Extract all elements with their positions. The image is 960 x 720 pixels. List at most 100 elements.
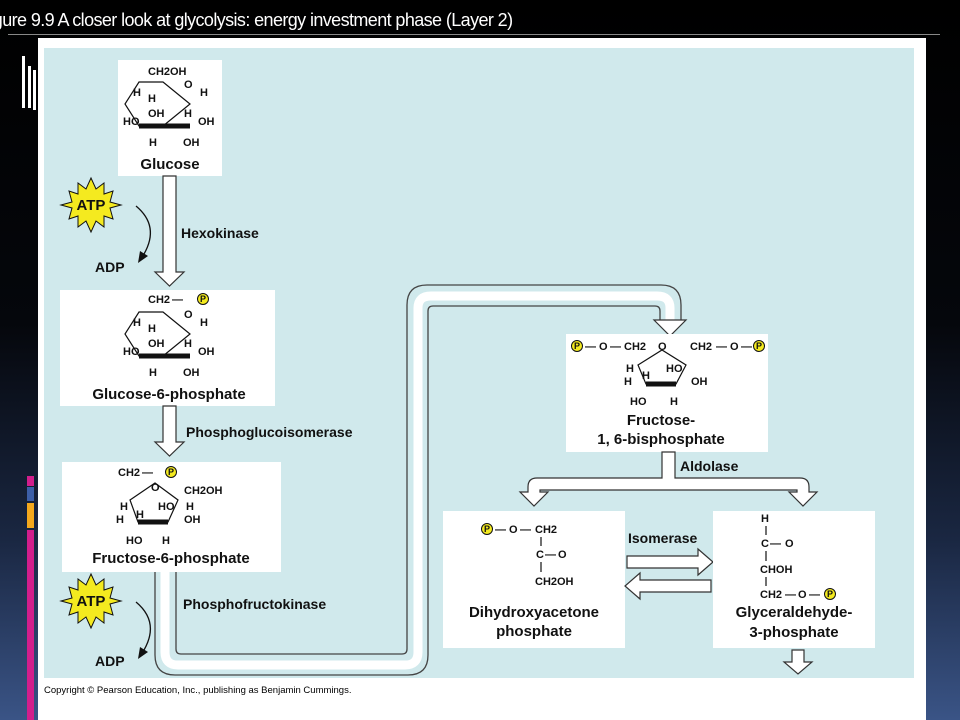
- svg-text:O: O: [730, 341, 739, 353]
- svg-text:O: O: [184, 309, 193, 321]
- svg-text:HO: HO: [666, 363, 683, 375]
- g3p-label-line2: 3-phosphate: [749, 624, 838, 641]
- svg-text:H: H: [200, 87, 208, 99]
- svg-text:CH2: CH2: [760, 589, 782, 601]
- deco-bar-blue: [27, 487, 34, 501]
- svg-text:OH: OH: [183, 137, 200, 149]
- deco-bar-top-1: [22, 56, 25, 108]
- svg-text:—: —: [716, 341, 727, 353]
- svg-text:C: C: [761, 538, 769, 550]
- g3p-box: H C — O CHOH CH2 — O — P Glyceraldehyde-…: [713, 511, 875, 648]
- arrow-isomerase-forward: [626, 547, 714, 577]
- svg-text:C: C: [536, 549, 544, 561]
- svg-text:H: H: [162, 535, 170, 547]
- title-underline: [8, 34, 940, 35]
- svg-text:O: O: [785, 538, 794, 550]
- enzyme-hexokinase: Hexokinase: [181, 225, 259, 241]
- g6p-label: Glucose-6-phosphate: [92, 386, 245, 403]
- svg-text:—: —: [545, 549, 556, 561]
- glucose-box: CH2OH O H H H OH H HO OH H OH Glucose: [118, 60, 222, 176]
- svg-text:HO: HO: [126, 535, 143, 547]
- arrow-f6p-to-fbp: [154, 284, 688, 676]
- svg-text:—: —: [770, 538, 781, 550]
- glucose-label: Glucose: [140, 156, 199, 173]
- svg-text:H: H: [149, 367, 157, 379]
- svg-text:—: —: [142, 467, 153, 479]
- svg-text:H: H: [149, 137, 157, 149]
- svg-text:—: —: [585, 341, 596, 353]
- svg-text:HO: HO: [123, 346, 140, 358]
- svg-text:CHOH: CHOH: [760, 564, 792, 576]
- svg-text:P: P: [484, 524, 490, 534]
- svg-text:O: O: [509, 524, 518, 536]
- svg-text:H: H: [200, 317, 208, 329]
- atp-star-1: ATP: [59, 176, 123, 234]
- adp-label-2: ADP: [95, 653, 125, 669]
- svg-text:—: —: [741, 341, 752, 353]
- g6p-box: CH2 — P O H H H OH H HO OH H OH Glucose-…: [60, 290, 275, 406]
- svg-text:CH2: CH2: [535, 524, 557, 536]
- arrow-g6p-to-f6p: [153, 405, 186, 457]
- fbp-label-line2: 1, 6-bisphosphate: [597, 431, 725, 448]
- svg-text:H: H: [120, 501, 128, 513]
- svg-text:P: P: [574, 341, 580, 351]
- svg-text:O: O: [558, 549, 567, 561]
- enzyme-phosphoglucoisomerase: Phosphoglucoisomerase: [186, 424, 353, 440]
- svg-text:O: O: [151, 482, 160, 494]
- svg-text:H: H: [148, 323, 156, 335]
- enzyme-aldolase: Aldolase: [680, 458, 739, 474]
- svg-text:O: O: [599, 341, 608, 353]
- f6p-box: CH2 — P O CH2OH H H HO H H OH HO H Fruct…: [62, 462, 281, 572]
- svg-text:HO: HO: [123, 116, 140, 128]
- deco-bar-magenta-small: [27, 476, 34, 486]
- svg-text:O: O: [658, 341, 667, 353]
- svg-text:—: —: [520, 524, 531, 536]
- glucose-ch2oh: CH2OH: [148, 66, 187, 78]
- svg-text:HO: HO: [158, 501, 175, 513]
- svg-text:H: H: [133, 317, 141, 329]
- adp-label-1: ADP: [95, 259, 125, 275]
- f6p-label: Fructose-6-phosphate: [92, 550, 250, 567]
- deco-bar-magenta-long: [27, 530, 34, 720]
- svg-text:HO: HO: [630, 396, 647, 408]
- svg-text:P: P: [168, 467, 174, 477]
- svg-text:H: H: [116, 514, 124, 526]
- dhap-box: P — O — CH2 C — O CH2OH Dihydroxyacetone…: [443, 511, 625, 648]
- svg-text:—: —: [785, 589, 796, 601]
- slide-title: Figure 9.9 A closer look at glycolysis: …: [0, 10, 513, 30]
- atp-curve-arrow-1: [135, 205, 152, 255]
- fbp-label-line1: Fructose-: [627, 412, 695, 429]
- deco-bar-orange: [27, 503, 34, 528]
- arrow-glucose-to-g6p: [153, 175, 186, 287]
- svg-text:OH: OH: [184, 514, 201, 526]
- svg-text:O: O: [798, 589, 807, 601]
- copyright-notice: Copyright © Pearson Education, Inc., pub…: [44, 685, 352, 696]
- svg-text:CH2OH: CH2OH: [184, 485, 223, 497]
- svg-text:H: H: [626, 363, 634, 375]
- svg-text:H: H: [136, 509, 144, 521]
- svg-text:H: H: [133, 87, 141, 99]
- arrow-isomerase-reverse: [624, 571, 712, 601]
- svg-text:OH: OH: [198, 116, 215, 128]
- arrow-g3p-continue: [782, 649, 814, 675]
- atp-label-2: ATP: [77, 593, 106, 610]
- enzyme-isomerase: Isomerase: [628, 530, 697, 546]
- svg-text:CH2: CH2: [624, 341, 646, 353]
- svg-text:—: —: [172, 294, 183, 306]
- svg-text:OH: OH: [691, 376, 708, 388]
- svg-text:P: P: [200, 294, 206, 304]
- svg-text:CH2OH: CH2OH: [535, 576, 574, 588]
- svg-text:H: H: [184, 108, 192, 120]
- atp-curve-arrow-2: [135, 601, 152, 651]
- svg-text:OH: OH: [148, 108, 165, 120]
- svg-text:—: —: [610, 341, 621, 353]
- deco-bar-top-3: [33, 70, 36, 110]
- svg-text:H: H: [148, 93, 156, 105]
- fbp-box: P — O — CH2 O CH2 — O — P H H HO H OH HO…: [566, 334, 768, 452]
- svg-text:H: H: [642, 370, 650, 382]
- svg-text:P: P: [827, 589, 833, 599]
- svg-text:—: —: [495, 524, 506, 536]
- svg-text:H: H: [184, 338, 192, 350]
- dhap-label-line1: Dihydroxyacetone: [469, 604, 599, 621]
- svg-text:OH: OH: [148, 338, 165, 350]
